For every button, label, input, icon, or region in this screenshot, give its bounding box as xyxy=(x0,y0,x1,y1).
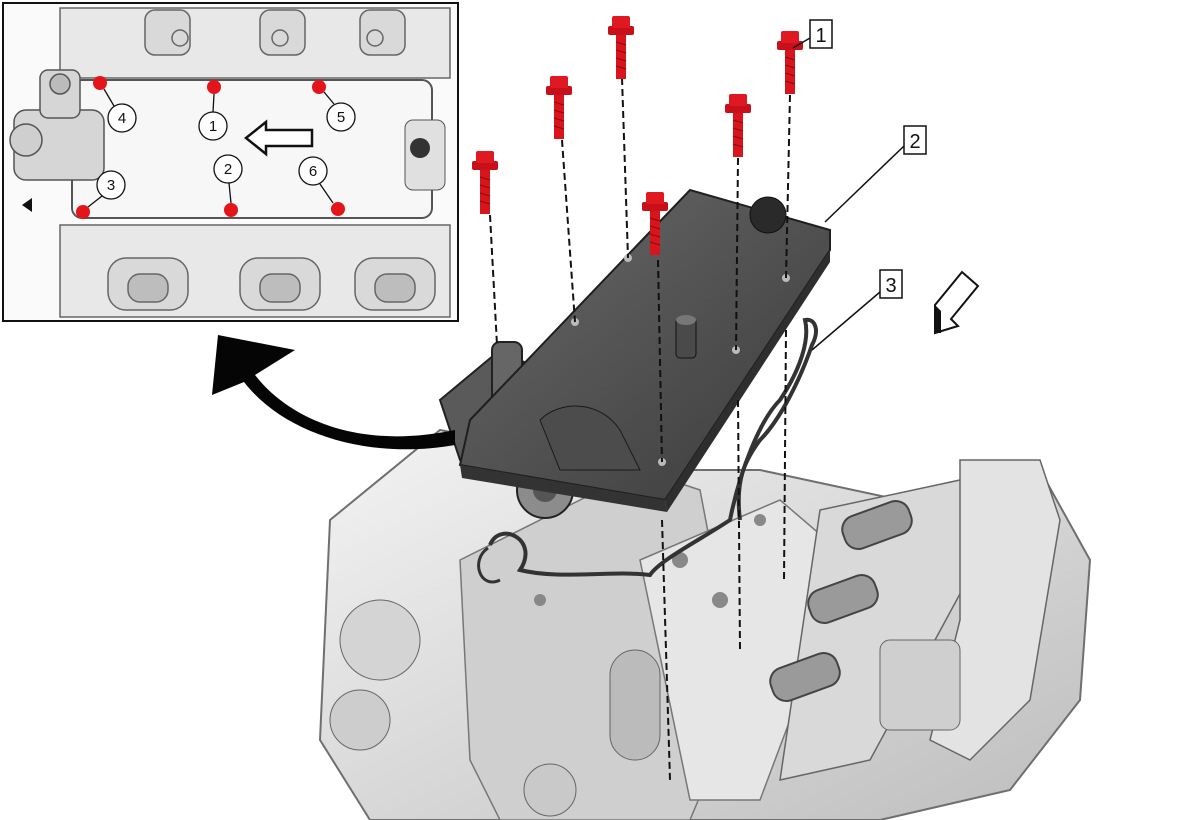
callout-label: 3 xyxy=(885,275,896,297)
callout-2: 2 xyxy=(824,125,927,223)
sequence-marker-1: 1 xyxy=(198,80,228,141)
sequence-marker-4: 4 xyxy=(93,76,137,133)
bolt xyxy=(607,15,635,80)
sequence-label: 2 xyxy=(224,161,232,178)
sequence-label: 4 xyxy=(118,110,126,127)
sequence-label: 1 xyxy=(209,118,217,135)
sequence-marker-3: 3 xyxy=(76,170,126,219)
gasket xyxy=(488,317,818,578)
sequence-marker-6: 6 xyxy=(298,156,345,216)
front-direction-arrow-icon xyxy=(934,270,980,335)
tightening-arrow-icon xyxy=(243,119,314,157)
callout-label: 2 xyxy=(909,131,920,153)
bolt xyxy=(724,93,752,158)
bolt xyxy=(776,30,804,95)
callout-1: 1 xyxy=(792,19,833,49)
callout-label: 1 xyxy=(815,25,826,47)
engine-block xyxy=(318,428,1092,820)
cylinder-head-cover xyxy=(458,188,831,512)
sequence-marker-5: 5 xyxy=(312,80,356,132)
sequence-label: 5 xyxy=(337,109,345,126)
sequence-label: 3 xyxy=(107,177,115,194)
bolt xyxy=(471,150,499,215)
sequence-label: 6 xyxy=(309,163,317,180)
bolt-guide-lines xyxy=(489,77,791,781)
sequence-marker-2: 2 xyxy=(213,154,243,217)
callout-3: 3 xyxy=(811,269,903,351)
bolt xyxy=(545,75,573,140)
curved-zoom-arrow-icon xyxy=(212,335,455,450)
bolt-sequence-inset: 1 2 3 4 5 6 xyxy=(2,2,459,322)
